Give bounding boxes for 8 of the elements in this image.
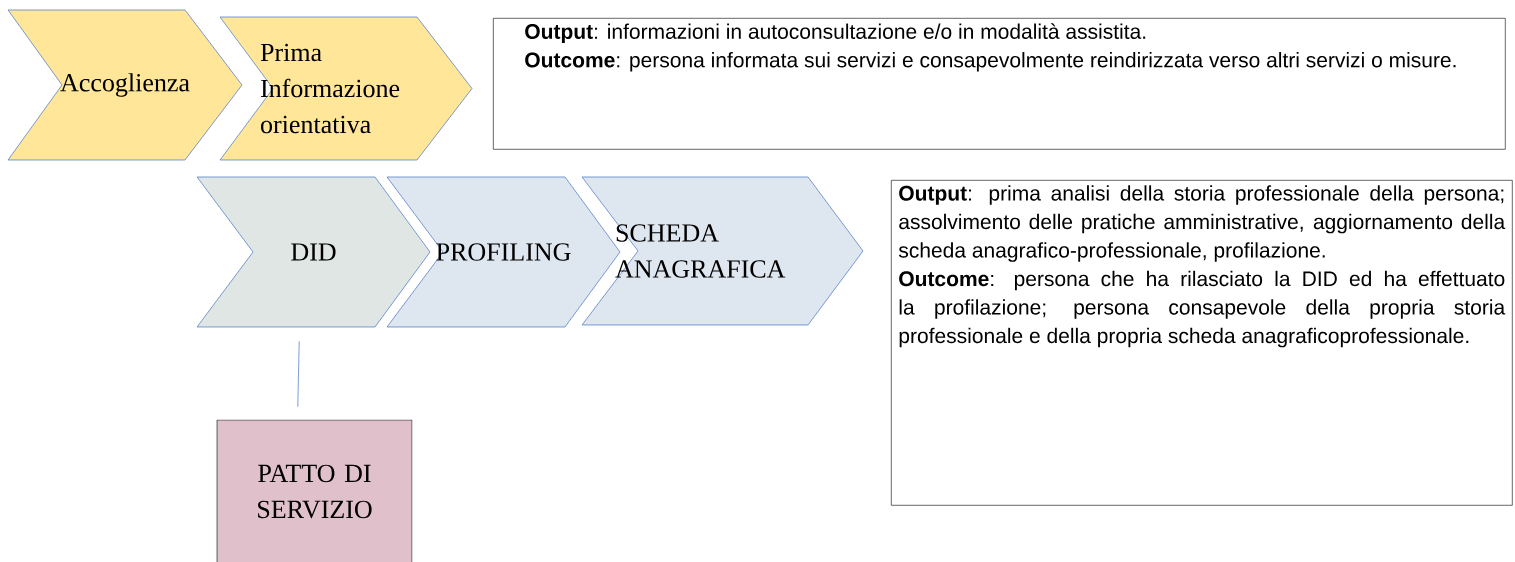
chevron-step: Accoglienza [7,9,243,161]
chevron-step: SCHEDA ANAGRAFICA [581,176,864,326]
chevron-step: DID [196,176,431,328]
connector-line [297,340,300,408]
process-box: PATTO DI SERVIZIO [216,419,413,562]
text-box: Output: prima analisi della storia professionale della persona; assolvimento delle pratiche amministrative, aggiornamento della scheda anagrafico-professionale, profilazione. Outcome: persona che ha rilasciato la DID ed ha effettuato la profilazione; persona consapevole della propria storia professionale e della propria scheda anagraficoprofessionale. [891,180,1513,506]
chevron-step: Prima Informazione orientativa [219,16,473,161]
text-box: Output: informazioni in autoconsultazione e/o in modalità assistita. Outcome: persona informata sui servizi e consapevolmente reindirizzata verso altri servizi o misure. [493,18,1506,150]
